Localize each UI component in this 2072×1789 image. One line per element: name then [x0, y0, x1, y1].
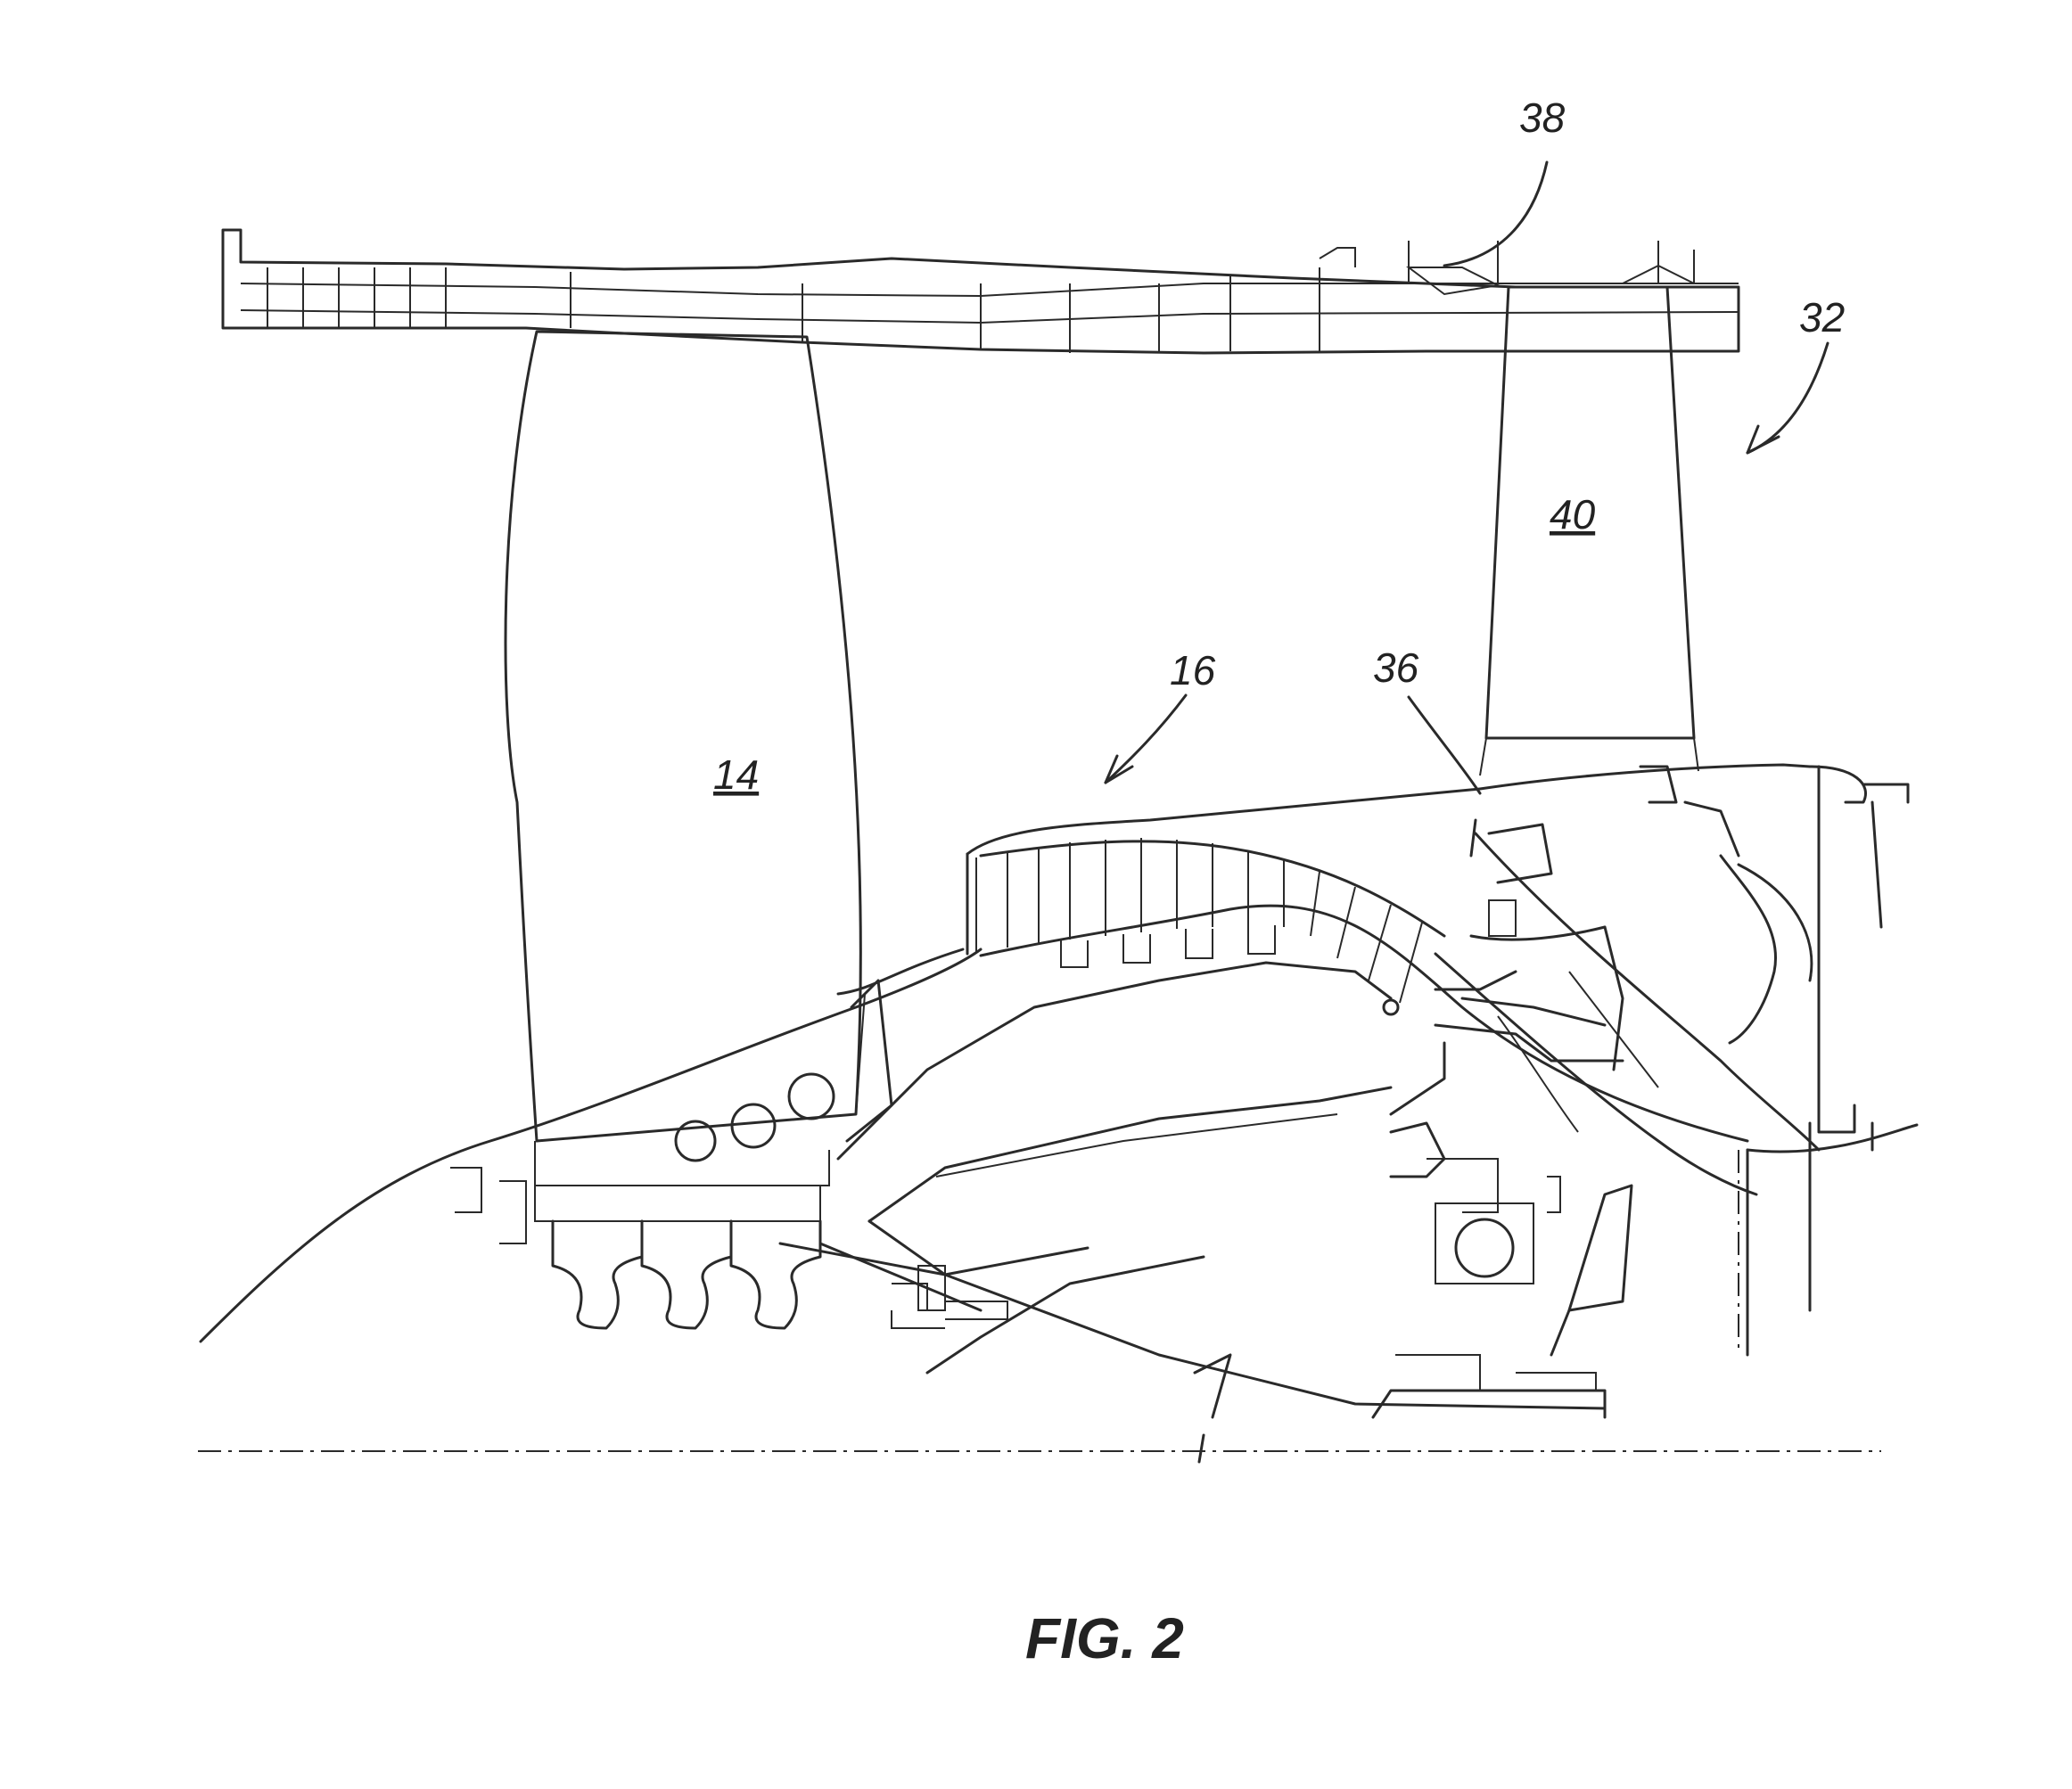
label-36: 36 — [1373, 644, 1419, 691]
leader-arrows — [1106, 162, 1828, 793]
reference-labels: 38 32 40 16 36 14 FIG. 2 — [713, 94, 1845, 1670]
label-14: 14 — [713, 751, 759, 798]
figure-caption: FIG. 2 — [1025, 1606, 1184, 1670]
outer-casing — [223, 230, 1739, 353]
label-38: 38 — [1519, 94, 1566, 141]
label-40: 40 — [1550, 491, 1596, 538]
fan-blade — [506, 332, 860, 1141]
label-16: 16 — [1170, 647, 1216, 693]
core-structure — [780, 963, 1623, 1462]
label-32: 32 — [1799, 294, 1845, 341]
